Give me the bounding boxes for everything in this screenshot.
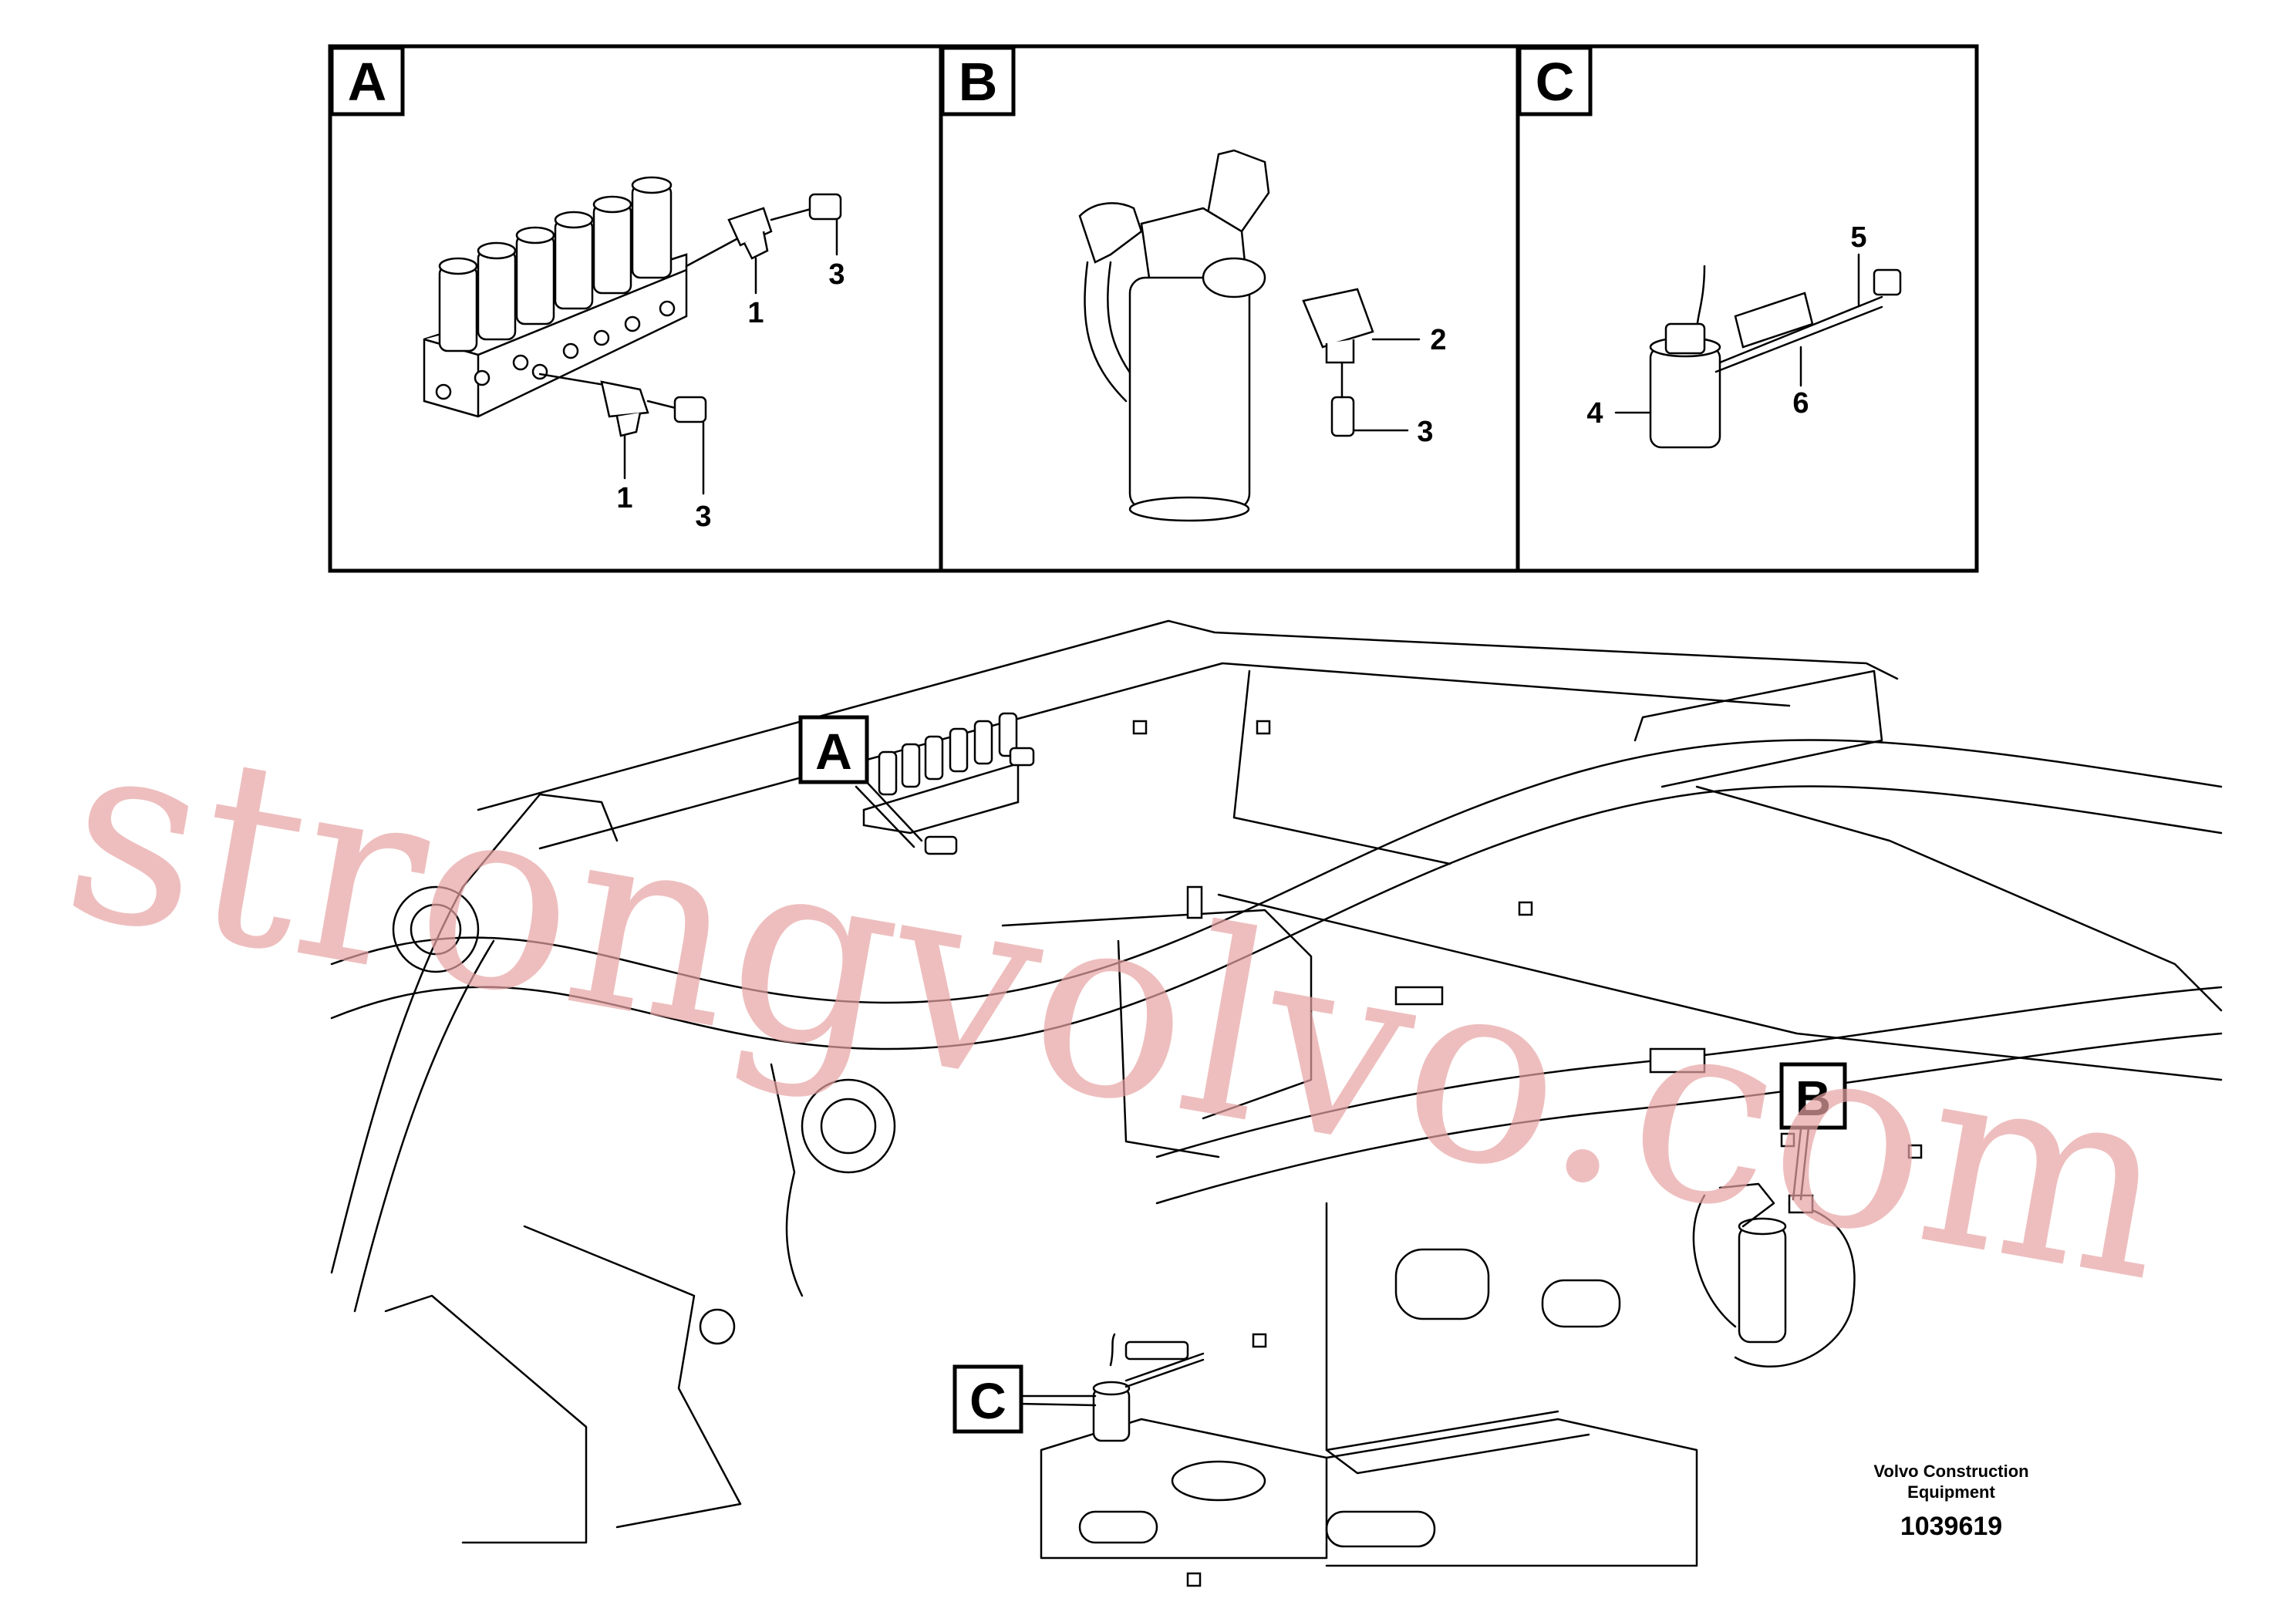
panel-a-number-1b: 1 [616,482,632,514]
svg-text:A: A [815,723,852,780]
filter-drawing [1078,149,1421,522]
panel-b-number-3: 3 [1417,416,1433,448]
watermark-text: strongvolvo.com [47,678,2190,1338]
svg-text:B: B [959,52,998,112]
filter-assembly [1692,1182,1856,1368]
valve-block-drawing [423,176,842,495]
detail-panels: A B C [328,44,1979,573]
callout-b: B [1779,1062,1847,1130]
callout-a-leader [862,777,923,842]
caption-company-line1: Volvo Construction [1873,1462,2028,1481]
valve-block-assembly [862,712,1035,855]
accumulator-drawing [1614,253,1902,449]
callout-c: C [952,1364,1023,1434]
panel-c-letter: C [1517,46,1593,116]
svg-text:C: C [1536,52,1575,112]
accumulator-assembly [1092,1333,1205,1442]
panel-c-number-5: 5 [1850,221,1866,254]
panel-a-letter: A [329,46,405,116]
panel-c-number-4: 4 [1586,397,1603,430]
svg-text:C: C [969,1372,1006,1429]
svg-text:B: B [1795,1071,1831,1126]
panel-a-number-1: 1 [747,297,764,329]
panel-b-letter: B [940,46,1016,116]
caption-company-line2: Equipment [1907,1482,1995,1502]
callout-a: A [798,715,869,784]
panel-a-number-3b: 3 [695,501,711,533]
frame-assembly-drawing [330,619,2223,1587]
panel-c-number-6: 6 [1792,387,1809,420]
drawing-number: 1039619 [1900,1512,2002,1541]
callout-b-leader [1799,1126,1810,1201]
panels-frame [328,44,1979,573]
svg-text:A: A [348,52,387,112]
panel-a-number-3: 3 [828,258,845,291]
panel-b-number-2: 2 [1430,324,1446,356]
